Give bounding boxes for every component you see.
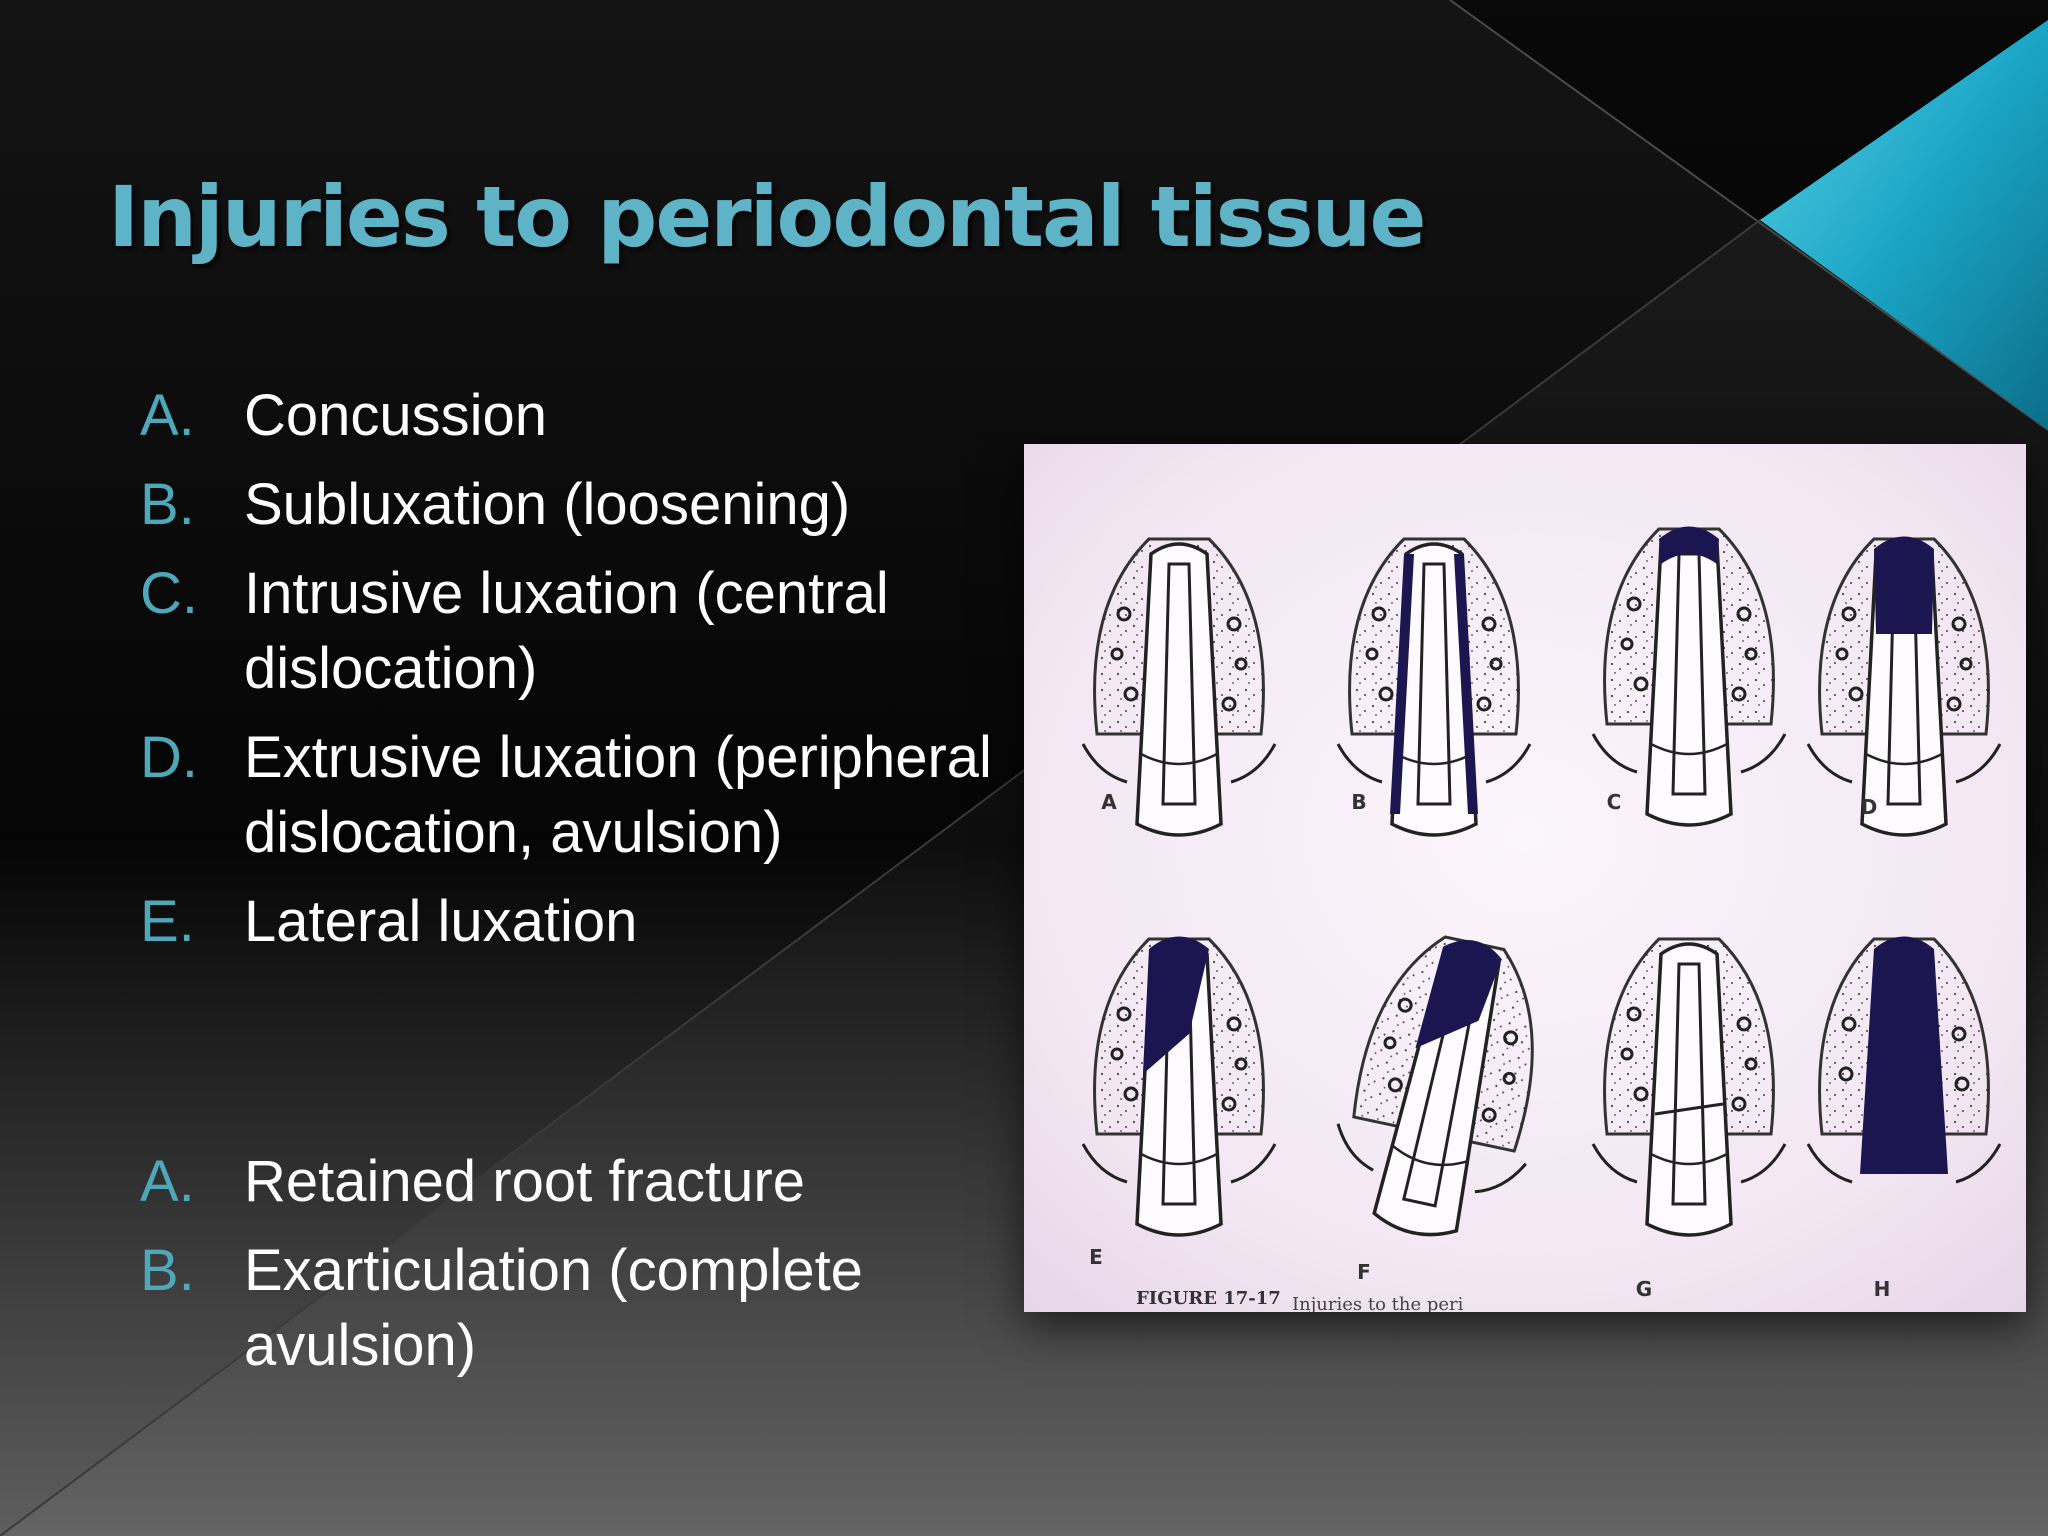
- figure-panel-label: A: [1101, 790, 1117, 814]
- list-item-text: Exarticulation (complete avulsion): [244, 1238, 863, 1378]
- figure-panel-label: D: [1861, 795, 1878, 819]
- list-item: A. Retained root fracture: [140, 1144, 1000, 1219]
- list-item: B. Subluxation (loosening): [140, 467, 1000, 542]
- tooth-illustration: [1081, 936, 1277, 1237]
- list-item: E. Lateral luxation: [140, 884, 1000, 959]
- injury-list: A. Concussion B. Subluxation (loosening) C…: [140, 378, 1000, 973]
- tooth-illustration: [1336, 537, 1532, 837]
- figure-panel-label: E: [1089, 1245, 1103, 1269]
- list-marker: A.: [140, 383, 195, 448]
- list-item: B. Exarticulation (complete avulsion): [140, 1233, 1000, 1383]
- tooth-illustration: [1317, 921, 1571, 1255]
- fracture-list: A. Retained root fracture B. Exarticulatio…: [140, 1144, 1000, 1397]
- figure-caption-label: FIGURE 17-17: [1136, 1288, 1281, 1309]
- list-item: C. Intrusive luxation (central dislocatio…: [140, 556, 1000, 706]
- list-marker: A.: [140, 1149, 195, 1214]
- figure-panel-label: C: [1607, 790, 1622, 814]
- figure-panel-label: G: [1636, 1277, 1652, 1301]
- list-item-text: Intrusive luxation (central dislocation): [244, 561, 889, 701]
- list-item: D. Extrusive luxation (peripheral disloca…: [140, 720, 1000, 870]
- list-marker: B.: [140, 472, 195, 537]
- tooth-illustration: [1806, 536, 2002, 837]
- list-marker: B.: [140, 1238, 195, 1303]
- list-marker: D.: [140, 725, 198, 790]
- list-item-text: Retained root fracture: [244, 1149, 805, 1214]
- list-item-text: Concussion: [244, 383, 548, 448]
- figure-panel-label: B: [1351, 790, 1366, 814]
- figure-caption-text: Injuries to the peri: [1292, 1294, 1464, 1312]
- figure-panel-label: H: [1874, 1277, 1891, 1301]
- list-marker: C.: [140, 561, 198, 626]
- list-item-text: Extrusive luxation (peripheral dislocati…: [244, 725, 992, 865]
- tooth-illustration: [1591, 937, 1787, 1237]
- list-marker: E.: [140, 889, 195, 954]
- accent-triangle: [1760, 20, 2048, 430]
- slide-title: Injuries to periodontal tissue: [108, 168, 1426, 266]
- list-item-text: Subluxation (loosening): [244, 472, 851, 537]
- tooth-illustration: [1591, 526, 1787, 827]
- figure-panel-label: F: [1357, 1260, 1371, 1284]
- tooth-injury-figure: A B C D E F G H FIGURE 17-17 Injuries to…: [1024, 444, 2026, 1312]
- list-item: A. Concussion: [140, 378, 1000, 453]
- list-item-text: Lateral luxation: [244, 889, 638, 954]
